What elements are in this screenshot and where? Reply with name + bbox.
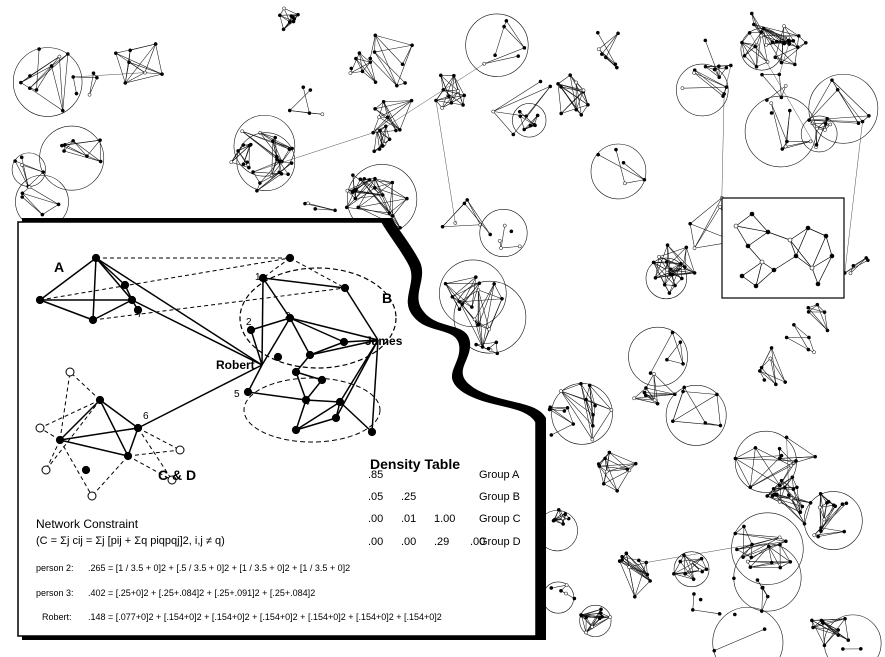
density-group-label: Group C — [479, 513, 521, 525]
density-group-label: Group D — [479, 536, 521, 548]
density-cell: .00 — [470, 536, 485, 548]
density-table: .85 Group A .05 .25 Group B .00 .01 1.00 Group C… — [368, 469, 521, 548]
node-7-label: 7 — [137, 309, 143, 320]
robert-constraint-equation: .148 = [.077+0]2 + [.154+0]2 + [.154+0]2… — [88, 612, 442, 622]
person-2-equation: .265 = [1 / 3.5 + 0]2 + [.5 / 3.5 + 0]2 … — [88, 563, 350, 573]
density-cell: .01 — [401, 513, 416, 525]
density-cell: .29 — [434, 536, 449, 548]
constraint-title: Network Constraint — [36, 517, 139, 531]
robert-constraint-label: Robert: — [42, 612, 72, 622]
person-2-label: person 2: — [36, 563, 74, 573]
robert-label: Robert — [216, 358, 255, 372]
person-3-label: person 3: — [36, 588, 74, 598]
background-network — [11, 6, 882, 657]
inset-network — [35, 253, 397, 501]
density-group-label: Group B — [479, 491, 520, 503]
density-cell: .00 — [401, 536, 416, 548]
node-6-label: 6 — [143, 411, 149, 422]
density-group-label: Group A — [479, 469, 520, 481]
node-3-label: 3 — [285, 311, 291, 322]
density-cell: .00 — [368, 536, 383, 548]
node-2-label: 2 — [246, 317, 252, 328]
node-4-label: 4 — [304, 397, 310, 408]
constraint-formula: (C = Σj cij = Σj [pij + Σq piqpqj]2, i,j… — [36, 535, 225, 547]
density-cell: 1.00 — [434, 513, 455, 525]
node-5-label: 5 — [234, 389, 240, 400]
group-a-label: A — [54, 259, 64, 275]
node-1-label: 1 — [255, 272, 261, 283]
density-table-title: Density Table — [370, 456, 460, 472]
density-cell: .25 — [401, 491, 416, 503]
group-b-label: B — [382, 290, 392, 306]
highlight-box-network — [733, 211, 835, 289]
group-cd-label: C & D — [158, 467, 196, 483]
density-cell: .85 — [368, 469, 383, 481]
james-label: James — [365, 334, 403, 348]
density-cell: .00 — [368, 513, 383, 525]
highlight-box — [721, 197, 845, 299]
inset-panel — [17, 221, 537, 637]
person-3-equation: .402 = [.25+0]2 + [.25+.084]2 + [.25+.09… — [88, 588, 315, 598]
density-cell: .05 — [368, 491, 383, 503]
